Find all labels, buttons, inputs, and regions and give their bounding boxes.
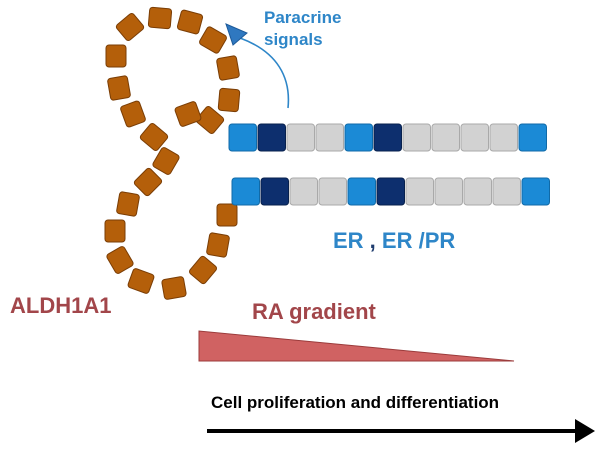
aldh1a1-cell-chain (104, 6, 241, 300)
epithelial-cell-grey (489, 123, 518, 152)
epithelial-cell-light (231, 177, 260, 206)
epithelial-cell-grey (402, 123, 431, 152)
er-pr-cell-rows (228, 123, 550, 206)
paracrine-signals-label: Paracrine signals (264, 7, 374, 51)
er-label: ER (333, 228, 364, 253)
epithelial-cell-light (518, 123, 547, 152)
ra-gradient-wedge (198, 330, 515, 362)
epithelial-cell-grey (286, 123, 315, 152)
aldh1a1-cell (115, 12, 145, 42)
er-pr-label: ER /PR (381, 228, 456, 253)
paracrine-arrow (239, 37, 290, 109)
paracrine-line-1: Paracrine (264, 8, 342, 27)
aldh1a1-cell (104, 219, 126, 243)
receptor-label: ER , ER /PR (333, 228, 455, 254)
aldh1a1-cell (116, 191, 140, 217)
receptor-separator: , (363, 228, 382, 253)
aldh1a1-cell (152, 147, 180, 175)
epithelial-cell-dark (260, 177, 289, 206)
epithelial-cell-grey (315, 123, 344, 152)
aldh1a1-cell (216, 55, 240, 81)
aldh1a1-cell (120, 100, 146, 128)
aldh1a1-label: ALDH1A1 (10, 293, 112, 318)
aldh1a1-cell (199, 26, 227, 54)
epithelial-cell-dark (376, 177, 405, 206)
ra-gradient-label: RA gradient (252, 299, 376, 324)
aldh1a1-cell (174, 101, 202, 127)
epithelial-cell-grey (318, 177, 347, 206)
epithelial-cell-grey (492, 177, 521, 206)
epithelial-cell-grey (463, 177, 492, 206)
aldh1a1-cell (105, 44, 127, 68)
epithelial-cell-light (347, 177, 376, 206)
aldh1a1-cell (188, 255, 218, 285)
epithelial-cell-light (228, 123, 257, 152)
paracrine-line-2: signals (264, 30, 323, 49)
aldh1a1-cell (147, 6, 173, 30)
aldh1a1-cell (107, 75, 131, 101)
proliferation-arrowhead (575, 419, 595, 443)
aldh1a1-cell (106, 246, 134, 274)
proliferation-label: Cell proliferation and differentiation (211, 393, 500, 412)
epithelial-cell-dark (257, 123, 286, 152)
aldh1a1-cell (139, 122, 169, 152)
paracrine-arrowhead (225, 23, 248, 46)
epithelial-cell-grey (405, 177, 434, 206)
aldh1a1-cell (217, 87, 241, 113)
aldh1a1-cell (216, 203, 238, 227)
epithelial-cell-grey (460, 123, 489, 152)
epithelial-cell-grey (431, 123, 460, 152)
aldh1a1-cell (133, 167, 163, 197)
epithelial-cell-dark (373, 123, 402, 152)
epithelial-cell-light (344, 123, 373, 152)
aldh1a1-cell (195, 105, 225, 135)
aldh1a1-cell (176, 9, 204, 35)
epithelial-cell-light (521, 177, 550, 206)
aldh1a1-cell (127, 268, 155, 294)
epithelial-cell-grey (289, 177, 318, 206)
epithelial-cell-grey (434, 177, 463, 206)
aldh1a1-cell (161, 276, 187, 300)
aldh1a1-cell (206, 232, 230, 258)
